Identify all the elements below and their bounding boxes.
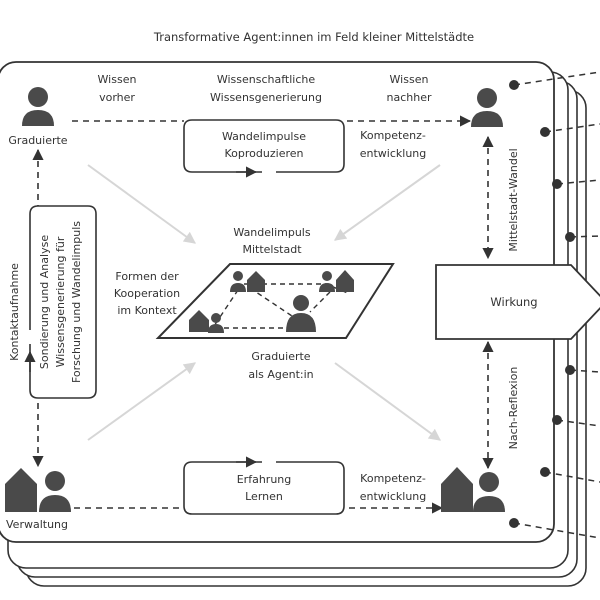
label-kompetenz-top-2: entwicklung — [360, 147, 427, 160]
label-verwaltung: Verwaltung — [6, 518, 68, 531]
person-icon — [22, 87, 54, 126]
label-wissen-vorher-1: Wissen — [98, 73, 137, 86]
person-icon — [471, 88, 503, 127]
label-wandelimpuls-2: Mittelstadt — [242, 243, 302, 256]
label-wissen-nachher-1: Wissen — [390, 73, 429, 86]
person-icon — [39, 471, 71, 512]
box-bg-bottom — [184, 462, 344, 514]
label-wissen-vorher-2: vorher — [99, 91, 135, 104]
box-sondierung — [29, 205, 97, 399]
label-formen-3: im Kontext — [117, 304, 177, 317]
label-mittelstadt-wandel: Mittelstadt-Wandel — [507, 148, 520, 251]
box-bg-left — [30, 206, 96, 398]
label-formen-2: Kooperation — [114, 287, 180, 300]
label-graduierte-agentin-2: als Agent:in — [248, 368, 313, 381]
label-nach-reflexion: Nach-Reflexion — [507, 367, 520, 450]
label-wirkung: Wirkung — [490, 295, 537, 309]
label-kompetenz-top-1: Kompetenz- — [360, 129, 426, 142]
label-wissensgenerierung-2: Wissensgenerierung — [210, 91, 322, 104]
label-sondierung-2: Wissensgenerierung für — [54, 236, 67, 367]
diagram-title: Transformative Agent:innen im Feld klein… — [153, 30, 474, 44]
box-wandelimpulse — [183, 119, 345, 173]
label-kompetenz-bottom-1: Kompetenz- — [360, 472, 426, 485]
label-kompetenz-bottom-2: entwicklung — [360, 490, 427, 503]
right-connectors — [509, 71, 600, 539]
label-sondierung-1: Sondierung und Analyse — [38, 235, 51, 369]
person-icon — [473, 472, 505, 512]
label-erfahrung-1: Erfahrung — [237, 473, 292, 486]
label-wandelimpulse-1: Wandelimpulse — [222, 130, 306, 143]
house-icon — [5, 468, 37, 512]
group-icon — [155, 263, 395, 339]
box-bg-top — [184, 120, 344, 172]
label-erfahrung-2: Lernen — [245, 490, 283, 503]
label-wissen-nachher-2: nachher — [387, 91, 432, 104]
label-wandelimpulse-2: Koproduzieren — [225, 147, 304, 160]
box-erfahrung — [183, 461, 345, 515]
label-formen-1: Formen der — [115, 270, 179, 283]
label-sondierung-3: Forschung und Wandelimpuls — [70, 221, 83, 383]
label-kontaktaufnahme: Kontaktaufnahme — [8, 263, 21, 361]
house-icon — [441, 467, 473, 512]
wirkung-arrow — [435, 264, 600, 340]
label-graduierte-agentin-1: Graduierte — [251, 350, 310, 363]
label-wandelimpuls-1: Wandelimpuls — [233, 226, 310, 239]
light-arrows — [87, 164, 441, 441]
label-wissensgenerierung-1: Wissenschaftliche — [217, 73, 316, 86]
label-graduierte: Graduierte — [8, 134, 67, 147]
